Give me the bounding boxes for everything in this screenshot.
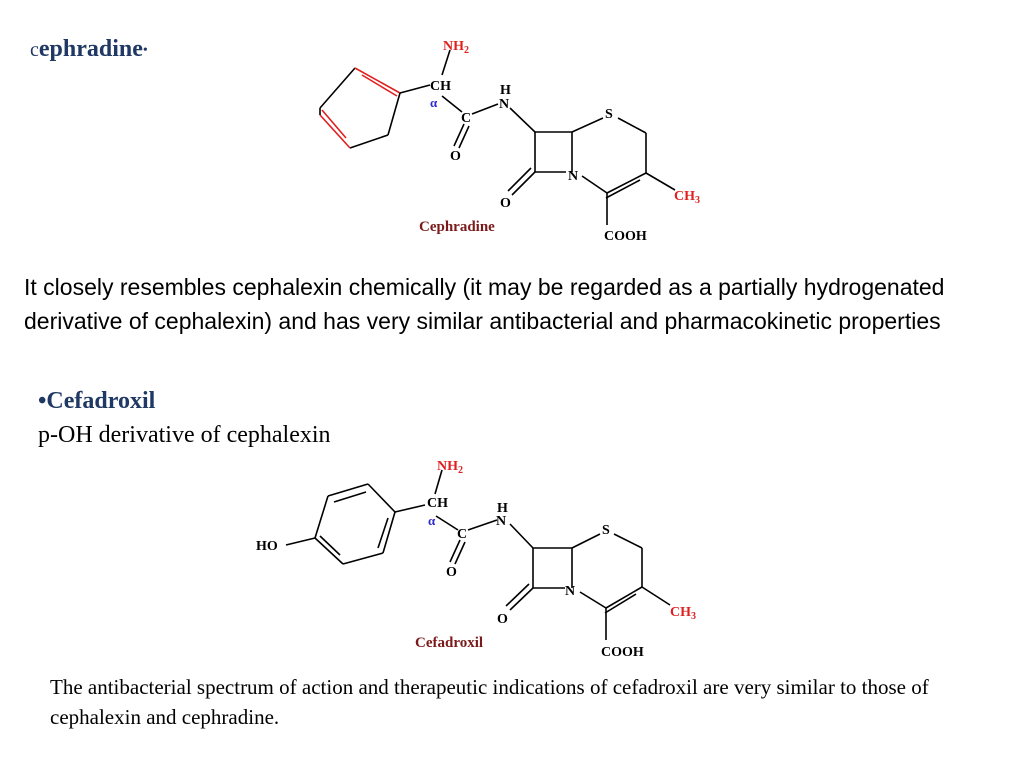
cefadroxil-lactam-o-label: O (497, 612, 508, 627)
cephradine-structure-diagram: NH2 CH α H N C O S N O CH3 COOH Cephradi… (319, 39, 700, 244)
cephradine-h-label: H (500, 83, 511, 98)
cefadroxil-caption: Cefadroxil (415, 635, 483, 651)
cefadroxil-carbonyl-o-label: O (446, 565, 457, 580)
cefadroxil-nh2-label: NH2 (437, 459, 463, 476)
cefadroxil-alpha-label: α (428, 513, 436, 528)
cefadroxil-amide-n-label: N (496, 514, 506, 529)
cefadroxil-structure-diagram: HO NH2 CH α H N C O S N O CH3 COOH Cefad… (256, 459, 696, 660)
cephradine-heading-rest: ephradine (38, 36, 143, 62)
cefadroxil-c-label: C (457, 527, 467, 542)
cephradine-alpha-label: α (430, 95, 438, 110)
cephradine-description: It closely resembles cephalexin chemical… (24, 274, 945, 334)
cephradine-ch-label: CH (430, 79, 451, 94)
cefadroxil-h-label: H (497, 501, 508, 516)
cephradine-c-label: C (461, 111, 471, 126)
cefadroxil-subheading: p-OH derivative of cephalexin (38, 422, 331, 448)
cephradine-cooh-label: COOH (604, 229, 647, 244)
cephradine-caption: Cephradine (419, 219, 495, 235)
cefadroxil-ho-label: HO (256, 539, 278, 554)
cefadroxil-ch-label: CH (427, 496, 448, 511)
cefadroxil-s-label: S (602, 523, 610, 538)
cephradine-nh2-label: NH2 (443, 39, 469, 56)
cephradine-carbonyl-o-label: O (450, 149, 461, 164)
cephradine-ch3-label: CH3 (674, 189, 700, 206)
cephradine-lactam-o-label: O (500, 196, 511, 211)
cephradine-heading: cephradine• (30, 36, 148, 63)
cephradine-heading-prefix: c (30, 39, 39, 61)
cefadroxil-cooh-label: COOH (601, 645, 644, 660)
cephradine-heading-dot: • (142, 43, 148, 58)
cefadroxil-description: The antibacterial spectrum of action and… (50, 675, 929, 729)
cefadroxil-heading: •Cefadroxil (38, 388, 156, 414)
cephradine-amide-n-label: N (499, 97, 509, 112)
cefadroxil-ring-n-label: N (565, 584, 575, 599)
cefadroxil-ch3-label: CH3 (670, 605, 696, 622)
cephradine-s-label: S (605, 107, 613, 122)
cephradine-ring-n-label: N (568, 169, 578, 184)
